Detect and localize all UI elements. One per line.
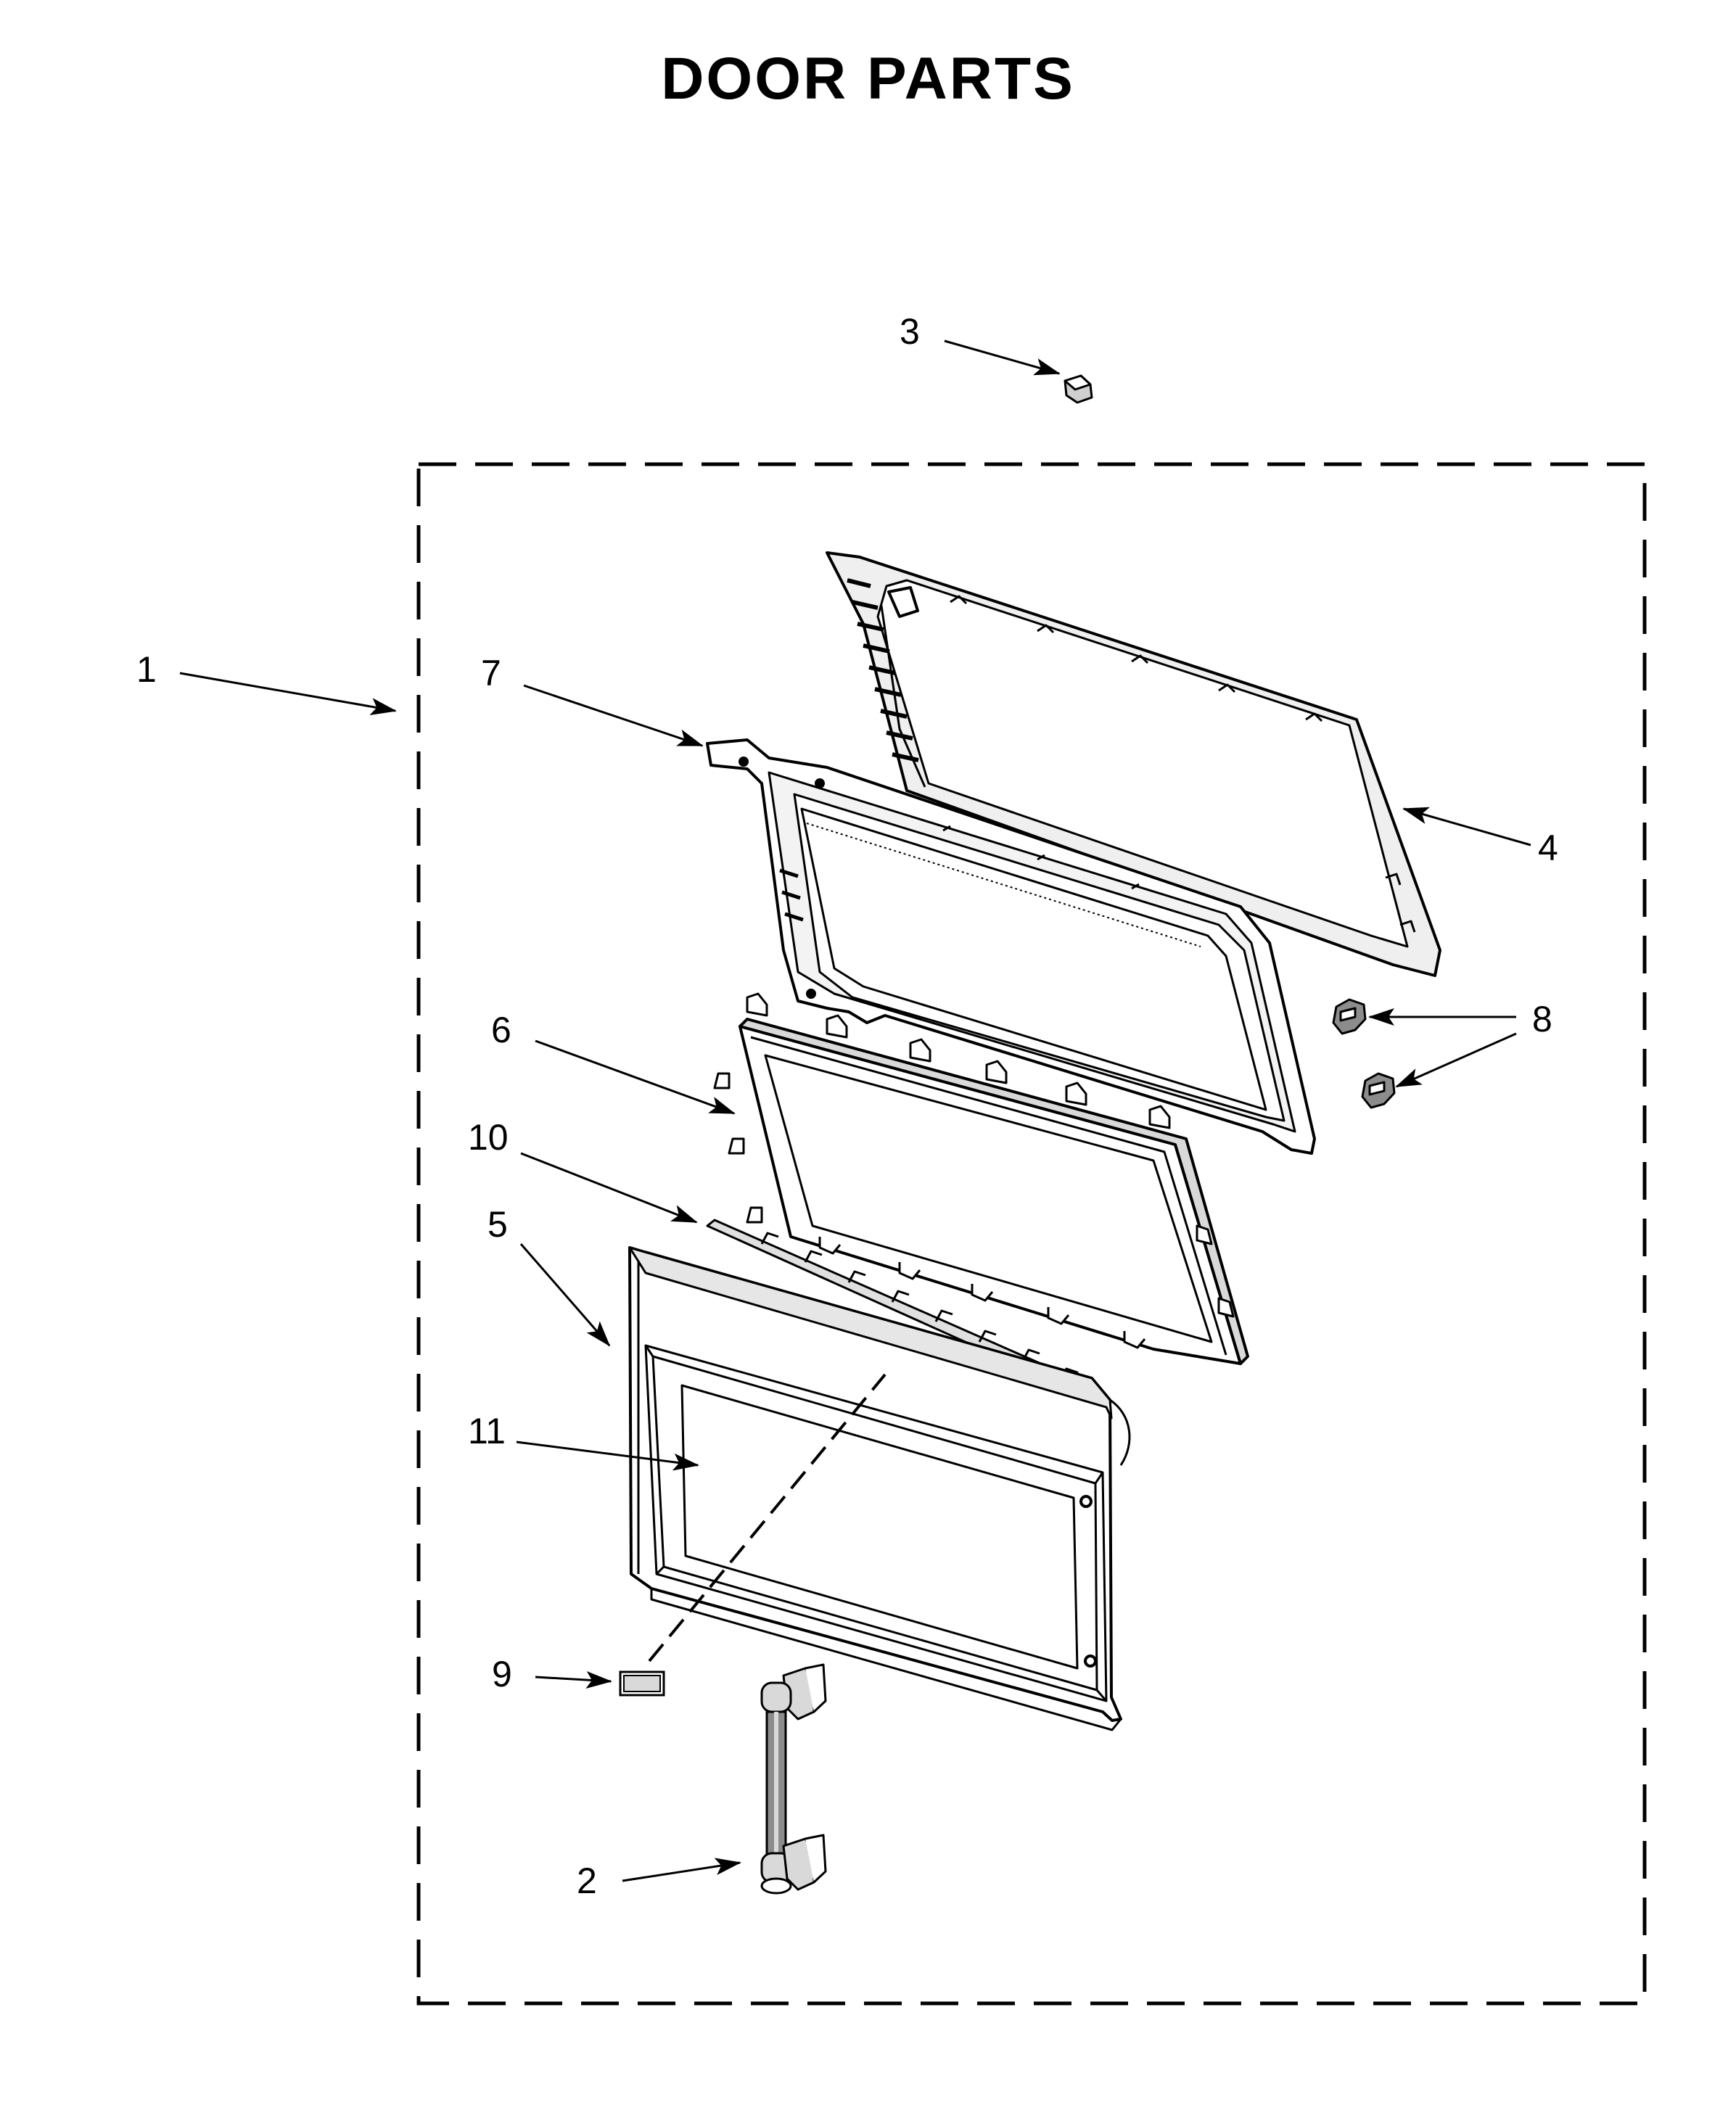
leader-7 [523, 684, 704, 747]
callout-8: 8 [1532, 999, 1552, 1039]
callout-numbers: 1 2 3 4 5 6 7 8 9 10 11 [136, 311, 1558, 1901]
part-8-door-hook-upper [1332, 998, 1367, 1035]
part-7-door-choke [706, 738, 1316, 1155]
part-8-door-hook-lower [1361, 1072, 1396, 1109]
callout-7: 7 [481, 653, 501, 693]
part-4-door-frame [826, 551, 1441, 977]
leader-9 [535, 1671, 612, 1689]
callout-4: 4 [1538, 828, 1558, 868]
leader-1 [179, 672, 397, 715]
leader-5 [519, 1243, 611, 1347]
part-6-inner-frame [713, 992, 1249, 1365]
callout-5: 5 [488, 1204, 508, 1245]
leader-4 [1402, 807, 1531, 846]
callout-10: 10 [468, 1117, 509, 1158]
callout-leaders [179, 339, 1531, 1882]
callout-3: 3 [900, 311, 920, 352]
callout-2: 2 [577, 1861, 597, 1901]
callout-11: 11 [468, 1411, 506, 1451]
callout-6: 6 [491, 1010, 511, 1050]
leader-11 [516, 1441, 699, 1471]
part-9-badge [619, 1670, 665, 1697]
leader-6 [535, 1039, 736, 1115]
leader-10 [520, 1152, 698, 1224]
leader-8b [1395, 1032, 1517, 1088]
part-5-door-front-panel [628, 1246, 1131, 1731]
callout-9: 9 [492, 1654, 512, 1694]
leader-2 [622, 1858, 741, 1882]
part-3-handle-end-cap [1064, 374, 1093, 404]
page-title: DOOR PARTS [661, 46, 1075, 112]
leader-3 [944, 339, 1061, 376]
assembly-boundary [416, 462, 1647, 2006]
part-2-door-handle [760, 1663, 827, 1895]
callout-1: 1 [136, 649, 157, 690]
